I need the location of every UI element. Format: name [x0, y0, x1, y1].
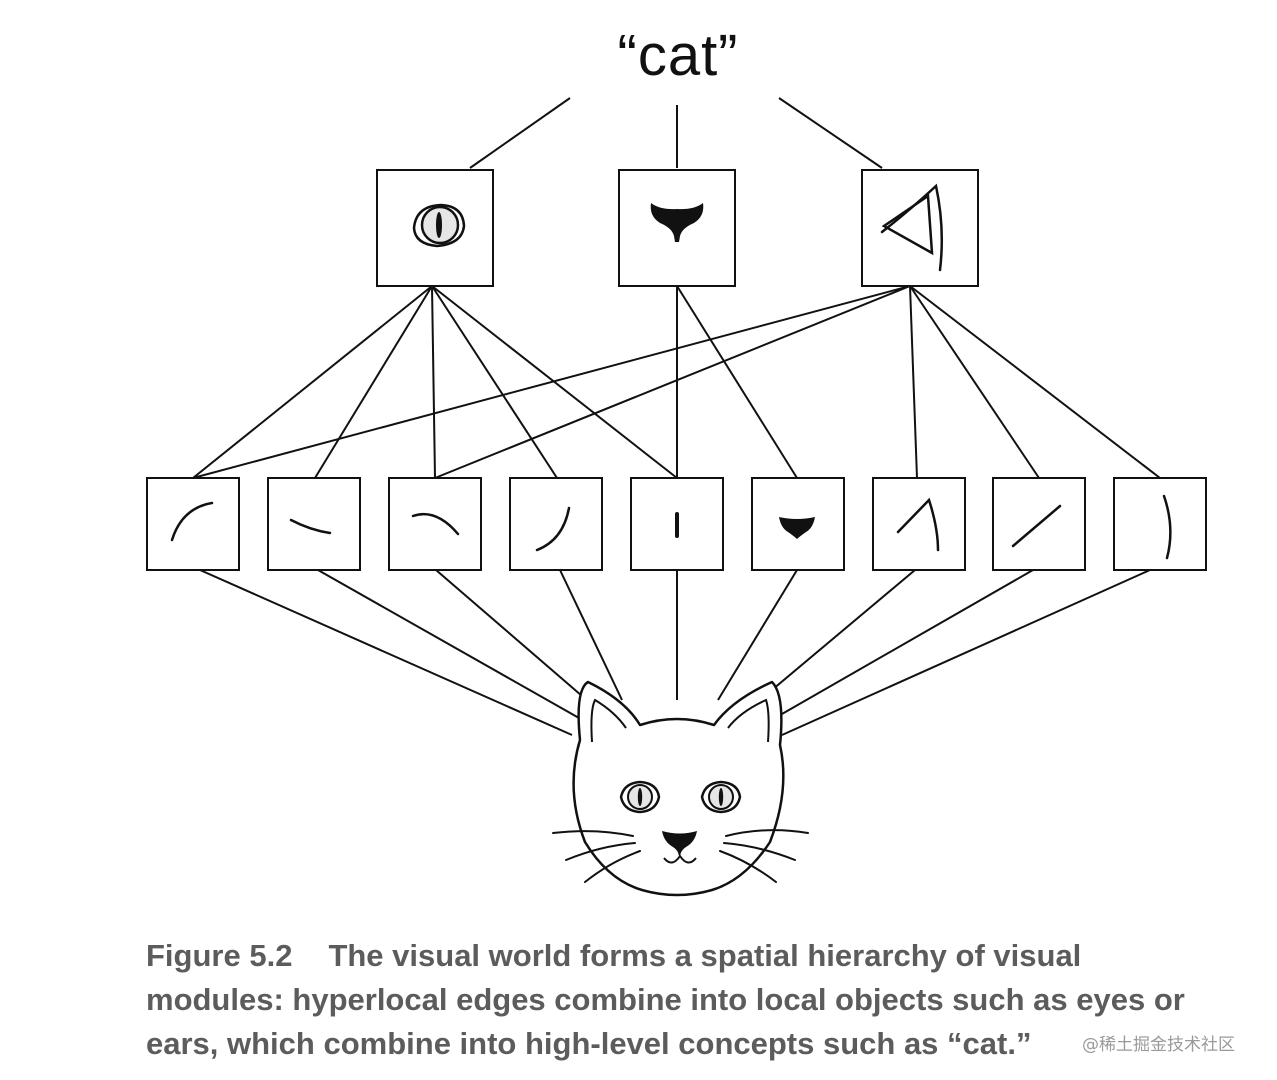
cat-left-eye: [619, 780, 661, 814]
edge-glyphs: [170, 494, 1172, 560]
nose-icon: [650, 203, 704, 242]
eye-icon: [412, 203, 466, 248]
cat-whiskers: [552, 829, 809, 883]
cat-right-eye: [700, 780, 742, 814]
hierarchy-diagram: [146, 97, 1207, 897]
part-edge-connections: [192, 285, 1161, 479]
concept-connections: [469, 97, 883, 169]
caption-text: The visual world forms a spatial hierarc…: [146, 938, 1185, 1061]
edge-dash-icon: [289, 518, 332, 535]
edge-arc-icon: [411, 512, 460, 536]
ear-icon: [880, 183, 944, 272]
cat-nose: [662, 831, 697, 856]
edge-long-curve-icon: [1162, 494, 1172, 560]
watermark: @稀土掘金技术社区: [1082, 1035, 1235, 1055]
module-nose: [618, 169, 736, 287]
edge-diagonal-icon: [1011, 504, 1062, 548]
edge-right-curve-icon: [535, 506, 571, 552]
edge-image-connections: [199, 569, 1151, 736]
edge-nose-blob-icon: [779, 517, 815, 539]
cat-face-image: [552, 680, 809, 897]
edge-ear-edge-icon: [896, 497, 940, 552]
edge-curve-icon: [170, 501, 214, 542]
concept-label: “cat”: [617, 23, 739, 88]
module-eye: [376, 169, 494, 287]
module-ear: [861, 169, 979, 287]
figure-number: Figure 5.2: [146, 938, 293, 973]
